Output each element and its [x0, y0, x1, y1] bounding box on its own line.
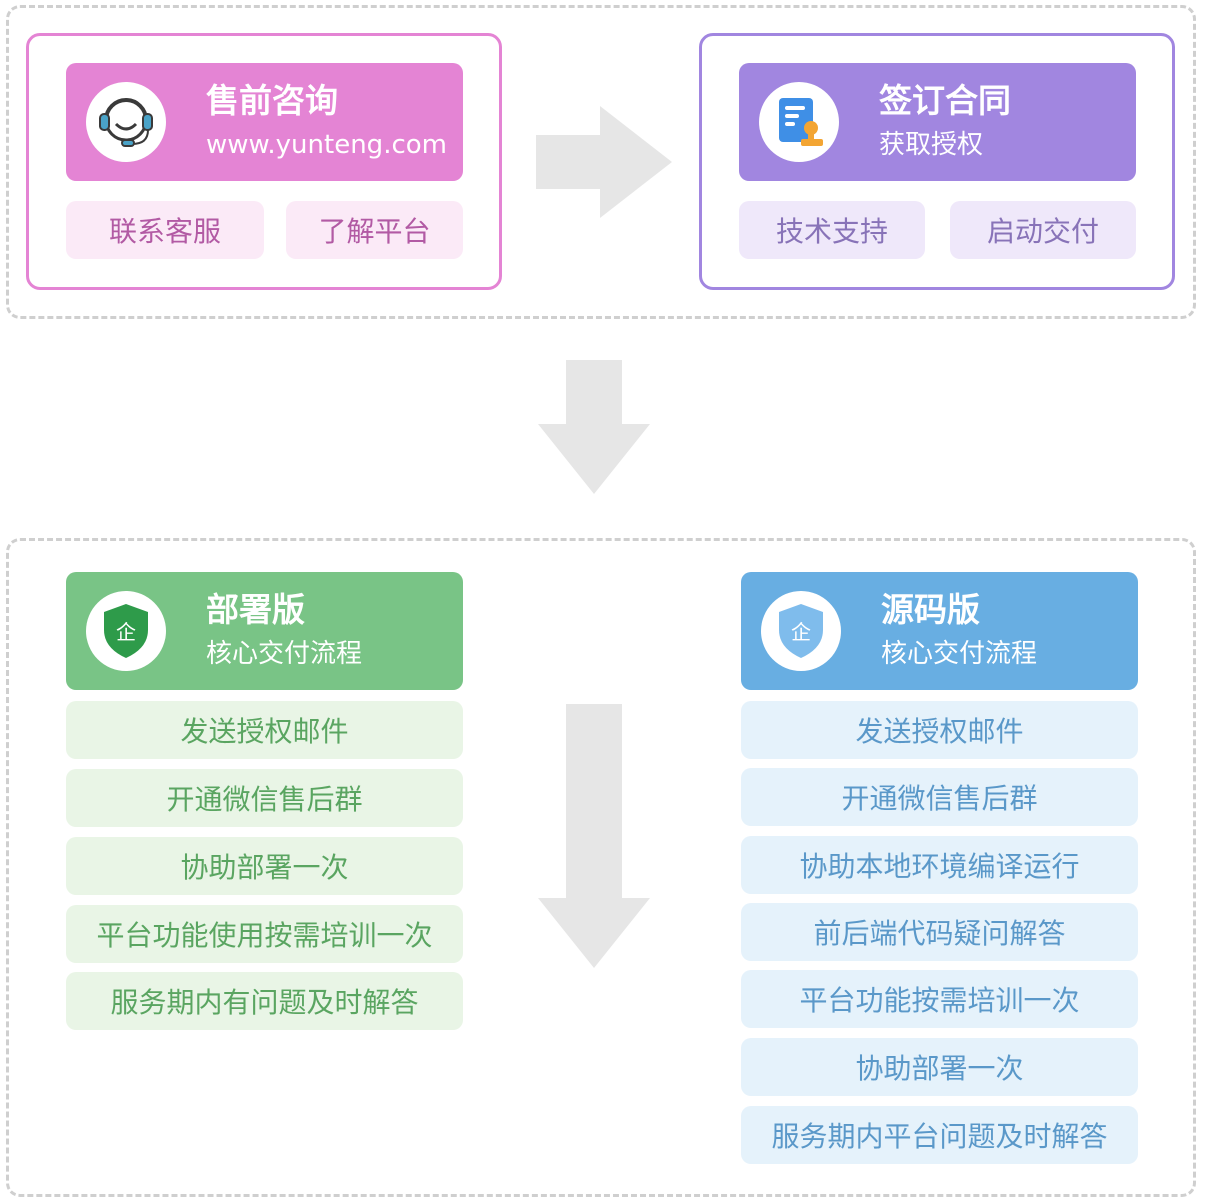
list-item: 开通微信售后群 — [741, 768, 1138, 826]
learn-platform-button[interactable]: 了解平台 — [286, 201, 463, 259]
enterprise-shield-icon: 企 — [86, 591, 166, 671]
list-item: 平台功能按需培训一次 — [741, 970, 1138, 1028]
contract-title: 签订合同 — [879, 81, 1011, 120]
start-delivery-button[interactable]: 启动交付 — [950, 201, 1136, 259]
shield-label: 企 — [116, 620, 136, 644]
deploy-version-column: 企 部署版 核心交付流程 发送授权邮件 开通微信售后群 协助部署一次 平台功能使… — [66, 572, 463, 1032]
contract-card: 签订合同 获取授权 技术支持 启动交付 — [699, 33, 1175, 290]
contract-subtitle: 获取授权 — [879, 130, 984, 160]
list-item: 开通微信售后群 — [66, 769, 463, 827]
presales-card: 售前咨询 www.yunteng.com 联系客服 了解平台 — [26, 33, 502, 290]
source-title: 源码版 — [881, 590, 980, 629]
source-subtitle: 核心交付流程 — [881, 639, 1038, 669]
presales-header: 售前咨询 www.yunteng.com — [66, 63, 463, 181]
tech-support-button[interactable]: 技术支持 — [739, 201, 925, 259]
presales-website[interactable]: www.yunteng.com — [206, 130, 447, 160]
deploy-title: 部署版 — [206, 590, 305, 629]
contact-support-button[interactable]: 联系客服 — [66, 201, 264, 259]
list-item: 发送授权邮件 — [741, 701, 1138, 759]
presales-title: 售前咨询 — [206, 81, 338, 120]
list-item: 前后端代码疑问解答 — [741, 903, 1138, 961]
enterprise-shield-icon: 企 — [761, 591, 841, 671]
contract-header: 签订合同 获取授权 — [739, 63, 1136, 181]
shield-label: 企 — [791, 620, 811, 644]
list-item: 协助本地环境编译运行 — [741, 836, 1138, 894]
arrow-down-icon — [538, 360, 650, 494]
contract-seal-icon — [759, 82, 839, 162]
list-item: 发送授权邮件 — [66, 701, 463, 759]
deploy-subtitle: 核心交付流程 — [206, 639, 363, 669]
headset-support-icon — [86, 82, 166, 162]
list-item: 协助部署一次 — [66, 837, 463, 895]
deploy-header: 企 部署版 核心交付流程 — [66, 572, 463, 690]
list-item: 服务期内有问题及时解答 — [66, 972, 463, 1030]
arrow-down-icon — [538, 704, 650, 968]
list-item: 协助部署一次 — [741, 1038, 1138, 1096]
list-item: 服务期内平台问题及时解答 — [741, 1106, 1138, 1164]
source-version-column: 企 源码版 核心交付流程 发送授权邮件 开通微信售后群 协助本地环境编译运行 前… — [741, 572, 1138, 1166]
source-header: 企 源码版 核心交付流程 — [741, 572, 1138, 690]
list-item: 平台功能使用按需培训一次 — [66, 905, 463, 963]
bottom-section — [6, 538, 1196, 1197]
top-section — [6, 5, 1196, 319]
arrow-right-icon — [536, 106, 672, 218]
